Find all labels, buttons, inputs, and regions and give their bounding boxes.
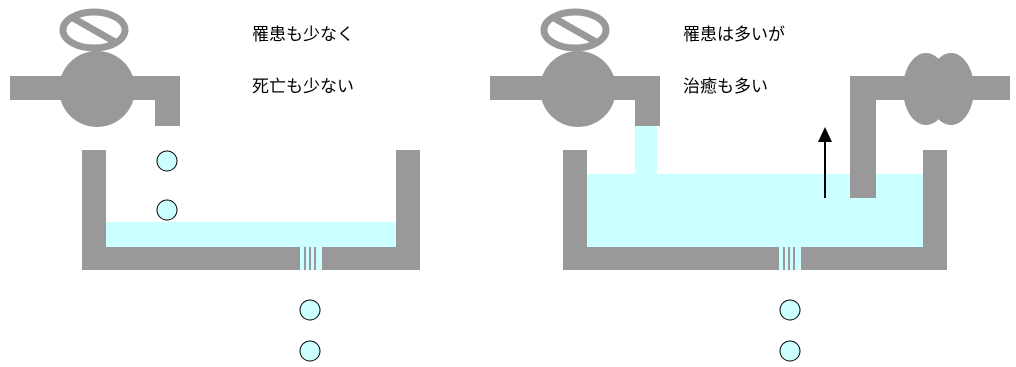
right-caption-line2: 治癒も多い [683, 77, 768, 97]
right-tank-floor [563, 247, 947, 270]
left-tank-floor [82, 247, 420, 270]
left-outflow-drop [299, 340, 321, 362]
left-tank [82, 150, 420, 270]
right-scenario [490, 8, 1010, 362]
left-inflow-drop [156, 150, 178, 172]
no-entry-icon [540, 8, 610, 52]
right-inflow-stream [635, 126, 657, 176]
left-scenario [10, 8, 420, 362]
left-faucet-spout [155, 76, 180, 126]
left-caption-line1: 罹患も少なく [252, 25, 354, 45]
right-outflow-drop [779, 340, 801, 362]
up-arrow-icon [818, 127, 832, 198]
right-faucet-spout [635, 76, 660, 126]
right-tank [563, 150, 947, 270]
right-tank-drain [779, 247, 801, 270]
right-outflow-drop [779, 299, 801, 321]
right-inflow-faucet [490, 8, 660, 127]
left-tank-drain [300, 247, 322, 270]
left-caption-line2: 死亡も少ない [252, 77, 354, 97]
left-faucet-valve [59, 51, 135, 127]
left-tank-water [106, 222, 396, 247]
right-caption-line1: 罹患は多いが [683, 25, 785, 45]
pump-icon [903, 53, 974, 125]
left-faucet [10, 8, 180, 127]
no-entry-icon [59, 8, 129, 52]
right-faucet-valve [540, 51, 616, 127]
left-inflow-drop [156, 199, 178, 221]
right-suction-pump [850, 53, 1010, 198]
left-outflow-drop [299, 299, 321, 321]
